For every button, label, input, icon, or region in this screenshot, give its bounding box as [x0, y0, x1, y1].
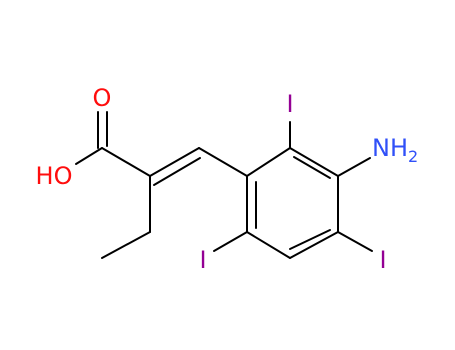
atom-amine: NH2 — [372, 134, 418, 166]
bond-c1-oh — [75, 147, 103, 165]
ring-bond-5 — [246, 231, 291, 259]
bond-ch2-ch3 — [101, 231, 151, 259]
atom-iodine-right: I — [379, 246, 386, 274]
bond-c2-c3 — [149, 147, 200, 177]
ring-inner-bond-2 — [289, 229, 331, 250]
atom-amine-label: NH — [372, 134, 408, 162]
atom-iodine-left: I — [199, 246, 206, 274]
bond-ring-i-left — [213, 231, 248, 252]
atom-hydroxyl: HO — [36, 162, 73, 190]
ring-bond-4 — [289, 231, 339, 259]
ring-bond-1 — [246, 147, 291, 177]
bond-c2-c3-inner — [153, 157, 201, 186]
ring-bond-2 — [289, 147, 339, 177]
atom-amine-subscript: 2 — [408, 147, 418, 166]
bond-c3-ring — [198, 147, 248, 177]
ring-inner-bond-1 — [293, 156, 331, 179]
bond-ring-nh2 — [337, 157, 371, 177]
atom-oxygen-carbonyl: O — [93, 84, 112, 112]
bond-c1-c2 — [101, 147, 151, 177]
atom-iodine-top: I — [286, 90, 293, 118]
bond-ring-i-right — [337, 231, 373, 252]
